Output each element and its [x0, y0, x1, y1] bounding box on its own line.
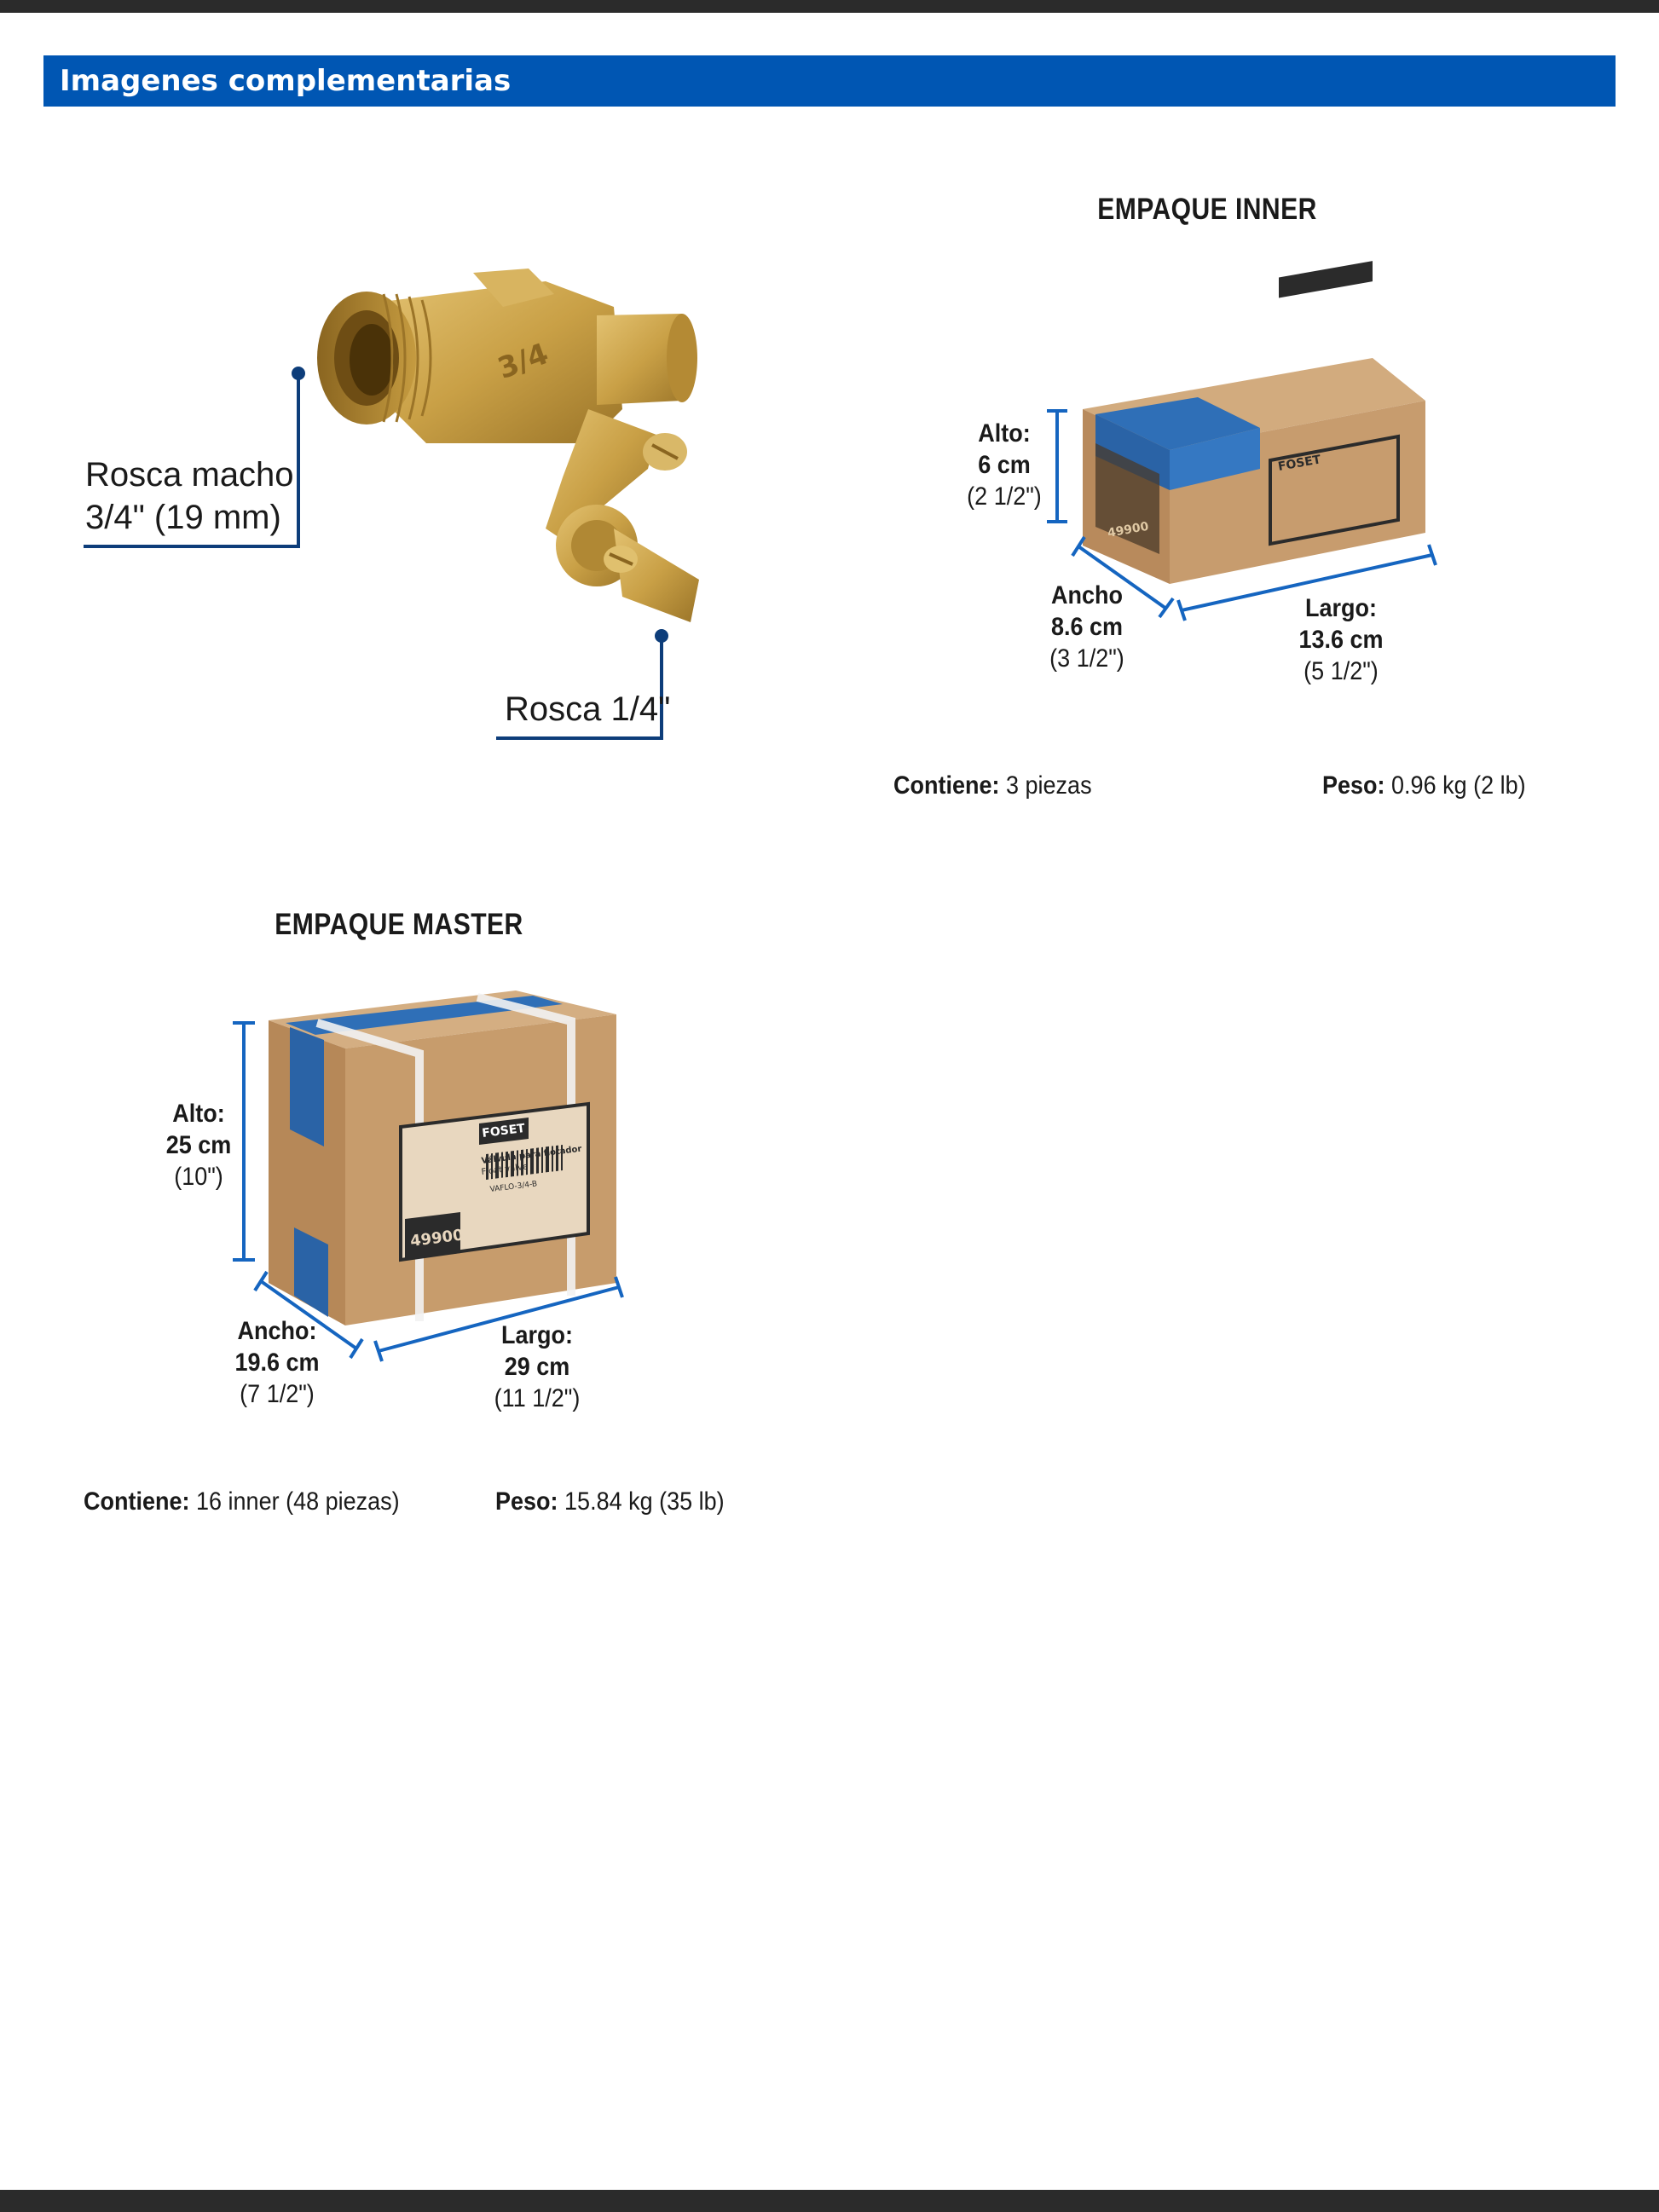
master-largo-label: Largo:: [500, 1321, 573, 1349]
leader-dot-quarter-thread: [655, 629, 668, 643]
thread-lines: [382, 293, 432, 423]
inner-dimension-lines: [1047, 409, 1437, 621]
inner-contents-value: 3 piezas: [1006, 771, 1092, 800]
inner-contents-label: Contiene:: [893, 771, 1000, 800]
master-alto-dimension: Alto: 25 cm (10"): [157, 1098, 241, 1193]
master-dimension-lines: [233, 1021, 624, 1362]
inner-weight: Peso: 0.96 kg (2 lb): [1322, 771, 1526, 800]
inner-weight-label: Peso:: [1322, 771, 1385, 800]
male-thread-label-line1: Rosca macho: [85, 456, 294, 494]
master-ancho-value: 19.6 cm: [234, 1349, 320, 1377]
inner-alto-label: Alto:: [978, 419, 1031, 448]
top-bar: [0, 0, 1659, 13]
product-leader-lines: [84, 373, 663, 740]
section-title: Imagenes complementarias: [60, 64, 512, 98]
inner-title: EMPAQUE INNER: [1097, 193, 1317, 226]
master-largo-dimension: Largo: 29 cm (11 1/2"): [483, 1320, 591, 1414]
male-thread-label: Rosca macho 3/4" (19 mm): [85, 453, 294, 539]
bottom-bar: [0, 2190, 1659, 2212]
inner-largo-dimension: Largo: 13.6 cm (5 1/2"): [1287, 592, 1395, 687]
master-largo-imperial: (11 1/2"): [494, 1384, 581, 1412]
master-ancho-imperial: (7 1/2"): [240, 1380, 315, 1408]
master-ancho-label: Ancho:: [237, 1317, 317, 1345]
master-alto-imperial: (10"): [174, 1163, 223, 1191]
inner-alto-value: 6 cm: [978, 451, 1031, 479]
master-title: EMPAQUE MASTER: [275, 908, 523, 941]
inner-ancho-imperial: (3 1/2"): [1049, 644, 1124, 673]
master-largo-value: 29 cm: [504, 1353, 570, 1381]
master-weight: Peso: 15.84 kg (35 lb): [495, 1487, 725, 1516]
inner-alto-imperial: (2 1/2"): [967, 482, 1042, 511]
inner-ancho-label: Ancho: [1050, 581, 1123, 609]
quarter-thread-label: Rosca 1/4": [505, 690, 671, 728]
inner-ancho-value: 8.6 cm: [1050, 613, 1124, 641]
inner-contents: Contiene: 3 piezas: [893, 771, 1092, 800]
leader-dot-male-thread: [292, 367, 305, 380]
master-ancho-dimension: Ancho: 19.6 cm (7 1/2"): [223, 1315, 331, 1410]
barcode: [486, 1144, 563, 1181]
inner-largo-imperial: (5 1/2"): [1304, 657, 1379, 685]
inner-largo-value: 13.6 cm: [1298, 626, 1384, 654]
inner-box-image: 49900 FOSET: [1083, 261, 1425, 584]
master-weight-value: 15.84 kg (35 lb): [564, 1487, 725, 1516]
master-alto-value: 25 cm: [165, 1131, 232, 1159]
master-box-image: 49900 FOSET Válvula para flotador Float …: [269, 990, 616, 1325]
inner-weight-value: 0.96 kg (2 lb): [1391, 771, 1526, 800]
master-weight-label: Peso:: [495, 1487, 558, 1516]
master-contents-value: 16 inner (48 piezas): [196, 1487, 400, 1516]
section-header: Imagenes complementarias: [43, 55, 1616, 107]
male-thread-label-line2: 3/4" (19 mm): [85, 499, 281, 536]
inner-alto-dimension: Alto: 6 cm (2 1/2"): [958, 418, 1050, 512]
inner-largo-label: Largo:: [1304, 594, 1377, 622]
master-contents-label: Contiene:: [84, 1487, 190, 1516]
master-contents: Contiene: 16 inner (48 piezas): [84, 1487, 400, 1516]
master-box-brand: FOSET: [482, 1122, 527, 1141]
float-valve-image: 3/4: [317, 269, 699, 622]
master-alto-label: Alto:: [172, 1100, 225, 1128]
inner-ancho-dimension: Ancho 8.6 cm (3 1/2"): [1038, 580, 1137, 674]
